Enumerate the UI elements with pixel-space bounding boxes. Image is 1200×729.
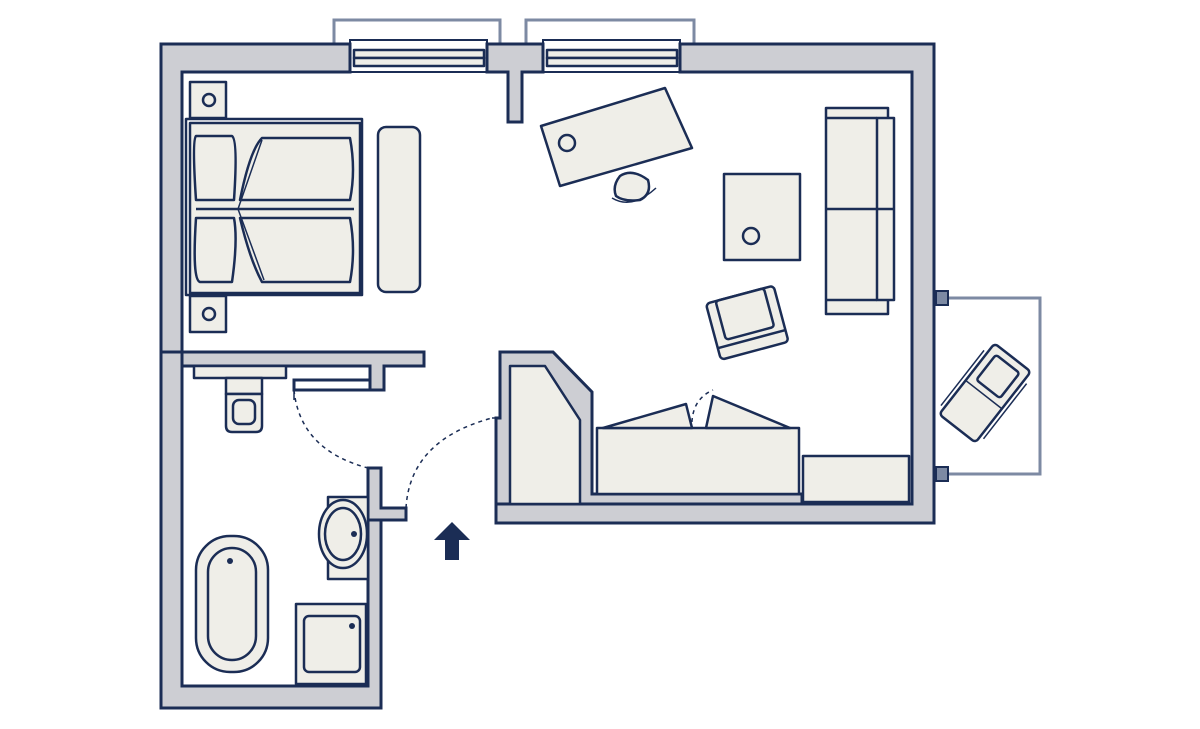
sink — [317, 495, 370, 581]
balcony-lounge-chair — [939, 343, 1031, 443]
tv-sideboard — [595, 394, 801, 496]
bench — [376, 125, 422, 294]
nightstand-left-bottom — [188, 294, 228, 334]
arrow-up-icon — [434, 522, 470, 560]
door-swings — [293, 389, 714, 509]
nightstand-left-top — [188, 80, 228, 120]
window-right — [524, 18, 696, 73]
side-table — [722, 172, 802, 262]
bath-shelf — [192, 364, 288, 380]
double-bed — [184, 117, 364, 297]
toilet — [224, 376, 264, 434]
armchair — [705, 285, 789, 361]
desk — [539, 86, 694, 188]
low-cabinet — [801, 454, 911, 504]
window-left — [332, 18, 502, 73]
sofa — [824, 106, 896, 316]
balcony — [934, 290, 1042, 482]
wardrobe — [508, 364, 582, 506]
shower — [294, 602, 368, 686]
bathtub — [194, 534, 270, 674]
desk-chair — [611, 171, 657, 203]
